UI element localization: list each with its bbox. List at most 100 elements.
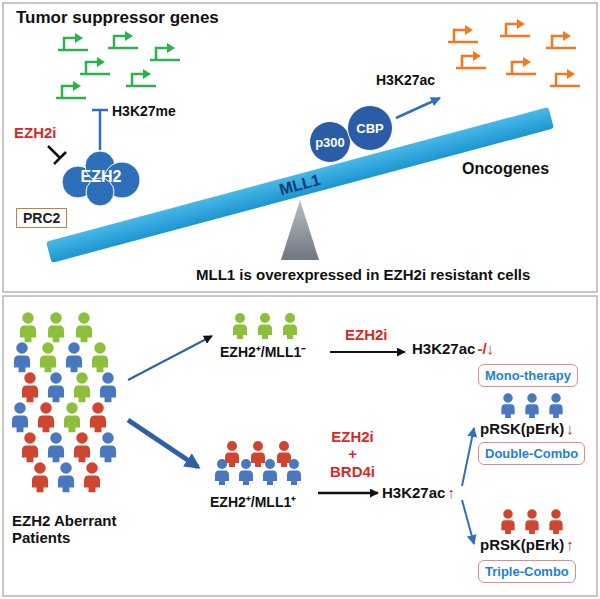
patient-icon bbox=[239, 459, 253, 485]
gene-line bbox=[108, 36, 138, 48]
patient-icon bbox=[22, 432, 38, 462]
gene-arrowhead bbox=[125, 31, 133, 41]
patient-body bbox=[225, 453, 239, 468]
patient-icon bbox=[525, 509, 538, 534]
patient-icon bbox=[263, 459, 277, 485]
patient-icon bbox=[225, 441, 239, 467]
change-symbol: ↑ bbox=[447, 484, 455, 501]
patient-icon bbox=[92, 342, 108, 372]
patient-icon bbox=[14, 342, 30, 372]
patient-head bbox=[22, 312, 34, 324]
patient-body bbox=[525, 520, 538, 534]
mark-label: H3K27ac bbox=[382, 484, 445, 501]
patient-icon bbox=[74, 432, 90, 462]
gene-symbol bbox=[500, 19, 530, 36]
patient-head bbox=[102, 372, 114, 384]
gene-symbol bbox=[550, 69, 580, 86]
protein-circle: p300 bbox=[309, 121, 351, 163]
patient-icon bbox=[22, 372, 38, 402]
mark-label: H3K27ac bbox=[376, 72, 435, 88]
patient-body bbox=[48, 385, 64, 402]
patient-icon bbox=[74, 372, 90, 402]
bottom-panel bbox=[3, 296, 597, 596]
patient-icon bbox=[283, 313, 297, 339]
patient-icon bbox=[501, 509, 514, 534]
patient-icon bbox=[549, 509, 562, 534]
change-symbol: ↓ bbox=[566, 420, 574, 437]
patient-head bbox=[253, 441, 263, 451]
patient-body bbox=[100, 385, 116, 402]
gene-arrowhead bbox=[465, 25, 473, 35]
patient-head bbox=[235, 313, 245, 323]
node-text: MLL1 bbox=[277, 171, 322, 199]
patient-body bbox=[501, 404, 514, 418]
node-text: CBP bbox=[356, 121, 383, 136]
patient-body bbox=[64, 415, 80, 432]
patient-body bbox=[84, 475, 100, 492]
gene-arrowhead bbox=[73, 81, 81, 91]
patient-head bbox=[217, 459, 227, 469]
gene-symbol bbox=[108, 31, 138, 48]
patient-body bbox=[48, 445, 64, 462]
patient-body bbox=[40, 355, 56, 372]
gene-arrowhead bbox=[473, 51, 481, 61]
patient-icon bbox=[66, 342, 82, 372]
fulcrum-triangle bbox=[281, 200, 319, 260]
patient-body bbox=[74, 385, 90, 402]
patient-head bbox=[527, 393, 537, 403]
patient-body bbox=[263, 471, 277, 486]
patient-body bbox=[22, 445, 38, 462]
gene-symbol bbox=[456, 51, 486, 68]
node-text: PRC2 bbox=[23, 210, 60, 226]
therapy-box: Triple-Combo bbox=[478, 560, 576, 583]
change-symbol: -/↓ bbox=[477, 340, 494, 357]
patient-body bbox=[76, 325, 92, 342]
gene-line bbox=[80, 62, 110, 74]
gene-symbol bbox=[58, 33, 88, 50]
gene-line bbox=[126, 74, 156, 86]
patient-body bbox=[48, 325, 64, 342]
change-symbol: ↑ bbox=[566, 536, 574, 553]
patient-icon bbox=[90, 402, 106, 432]
patient-body bbox=[525, 404, 538, 418]
repression-bar bbox=[92, 110, 108, 150]
top-panel bbox=[3, 3, 597, 292]
patient-head bbox=[227, 441, 237, 451]
patient-body bbox=[549, 520, 562, 534]
patient-head bbox=[68, 342, 80, 354]
gene-class-label: Oncogenes bbox=[462, 160, 549, 178]
patient-head bbox=[102, 432, 114, 444]
patient-head bbox=[50, 432, 62, 444]
node-text: Mono-therapy bbox=[485, 368, 571, 383]
protein-complex: EZH2 bbox=[58, 146, 144, 208]
patient-icon bbox=[38, 402, 54, 432]
patient-body bbox=[66, 355, 82, 372]
patient-body bbox=[90, 415, 106, 432]
patient-head bbox=[279, 441, 289, 451]
patient-body bbox=[239, 471, 253, 486]
patient-icon bbox=[40, 342, 56, 372]
patient-head bbox=[78, 312, 90, 324]
patient-head bbox=[16, 342, 28, 354]
patient-icon bbox=[233, 313, 247, 339]
patient-icon bbox=[258, 313, 272, 339]
patient-body bbox=[283, 325, 297, 340]
gene-symbol bbox=[126, 69, 156, 86]
patient-head bbox=[285, 313, 295, 323]
patient-head bbox=[260, 313, 270, 323]
drug-label: EZH2i bbox=[345, 326, 388, 343]
node-text: Triple-Combo bbox=[485, 564, 569, 579]
gene-line bbox=[506, 62, 536, 74]
gene-symbol bbox=[448, 25, 478, 42]
patient-icon bbox=[251, 441, 265, 467]
gene-symbol bbox=[150, 43, 180, 60]
marker-label: pRSK(pErk) bbox=[480, 420, 564, 437]
treatment-arrow bbox=[330, 351, 405, 353]
patient-icon bbox=[525, 393, 538, 418]
patient-body bbox=[549, 404, 562, 418]
gene-line bbox=[500, 24, 530, 36]
patient-body bbox=[501, 520, 514, 534]
node-text: Double-Combo bbox=[485, 446, 578, 461]
patient-icon bbox=[58, 462, 74, 492]
